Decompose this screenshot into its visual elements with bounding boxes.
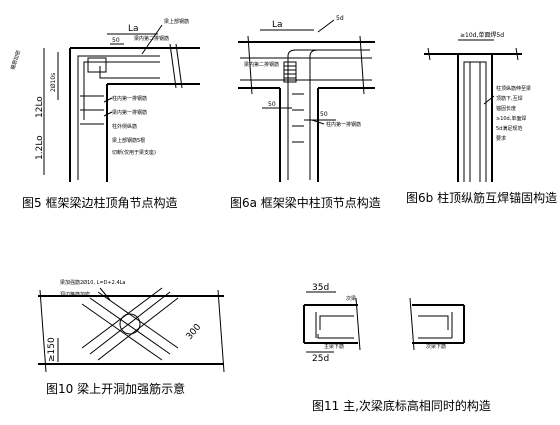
second-rebar bbox=[83, 61, 160, 120]
figure-6a-title: 图6a 框架梁中柱顶节点构造 bbox=[230, 195, 381, 210]
note-n5: 5d满足规范 bbox=[496, 125, 522, 132]
note-n6: 要求 bbox=[496, 135, 506, 142]
figure-10-title: 图10 梁上开洞加强筋示意 bbox=[46, 381, 185, 396]
note-n7: 切断(仅用于梁支座) bbox=[112, 149, 156, 156]
note-n2: 主梁下筋 bbox=[324, 343, 344, 350]
figure-5-title: 图5 框架梁边柱顶角节点构造 bbox=[22, 195, 177, 210]
break-left bbox=[247, 35, 253, 95]
diag-bar-4 bbox=[89, 291, 171, 355]
leader-n2 bbox=[103, 97, 113, 103]
leader-5d bbox=[317, 19, 335, 33]
leader-n5 bbox=[103, 111, 113, 117]
welded-rebar bbox=[463, 61, 487, 182]
dim-v3: 1.2Lo bbox=[35, 135, 45, 160]
joint-tie bbox=[283, 61, 297, 83]
figure-6b-title: 图6b 柱顶纵筋互焊锚固构造 bbox=[406, 190, 557, 205]
diag-bar-3 bbox=[81, 303, 163, 361]
figure-6a: La 5d 梁内第二排钢筋 柱内第一排钢筋 50 50 图6a 框架梁中柱顶节点… bbox=[230, 15, 381, 210]
note-n3: 次梁下筋 bbox=[426, 343, 446, 350]
dim-150: ≥150 bbox=[47, 337, 57, 362]
dim-v1: 2Ø10s bbox=[50, 73, 57, 92]
break-line bbox=[169, 43, 177, 89]
diag-bar-5 bbox=[97, 297, 179, 361]
leader-n2 bbox=[311, 119, 325, 125]
rebar-right bbox=[309, 49, 370, 180]
note-n5: 梁内第一排钢筋 bbox=[112, 109, 147, 116]
diag-bar-2 bbox=[97, 291, 179, 349]
leader-n3 bbox=[141, 24, 163, 55]
dim-5d: 5d bbox=[336, 15, 344, 22]
note-n1: 柱顶纵筋伸至梁 bbox=[496, 85, 531, 92]
note-n2: 柱内第一排钢筋 bbox=[112, 95, 147, 102]
figure-10: 梁加强筋2Ø10, L=D+2.4La 洞边箍筋加密 300 ≥150 图10 … bbox=[38, 279, 225, 396]
diag-bar-6 bbox=[81, 287, 163, 349]
note-n6: 梁上部钢筋5根 bbox=[112, 137, 145, 144]
hook-rebar bbox=[99, 66, 160, 79]
note-n1: 次梁 bbox=[346, 295, 356, 302]
figure-6b: ≥10d,单面焊5d 柱顶纵筋伸至梁 顶筋下,互焊 锚固长度 ≥10d,单面焊 … bbox=[406, 31, 557, 205]
dim-25: 25d bbox=[312, 354, 329, 364]
figure-5: La 50 2Ø10s 12Lo 1.2Lo 箍筋加密 梁上部钢筋 梁内第二排钢… bbox=[9, 18, 200, 210]
leader-n1 bbox=[99, 287, 111, 301]
dim-50a: 50 bbox=[268, 101, 276, 108]
rebar-left-top bbox=[319, 315, 354, 330]
note-n2: 柱内第一排钢筋 bbox=[326, 121, 361, 128]
break-line-2 bbox=[175, 43, 183, 89]
dim-300: 300 bbox=[185, 322, 204, 342]
break-right bbox=[515, 47, 519, 61]
rebar-left-bottom bbox=[317, 334, 354, 339]
dim-v2: 12Lo bbox=[35, 96, 45, 118]
note-n2: 洞边箍筋加密 bbox=[60, 291, 90, 298]
note-n1: 梁内第二排钢筋 bbox=[244, 61, 279, 68]
break-right bbox=[359, 35, 365, 95]
break-right bbox=[217, 289, 225, 373]
note-n1: 梁加强筋2Ø10, L=D+2.4La bbox=[60, 279, 125, 286]
corner-tie bbox=[87, 57, 107, 73]
dim-35: 35d bbox=[312, 283, 329, 293]
leader-note bbox=[483, 95, 495, 105]
dim-top: ≥10d,单面焊5d bbox=[460, 31, 504, 39]
break-right bbox=[409, 297, 415, 351]
rebar-left bbox=[287, 49, 350, 180]
break-left bbox=[39, 289, 47, 373]
break-left bbox=[427, 47, 431, 61]
outer-rebar bbox=[77, 55, 160, 180]
note-n1: 梁内第二排钢筋 bbox=[134, 35, 169, 42]
dim-la: La bbox=[128, 24, 139, 34]
note-n4: 柱外侧纵筋 bbox=[112, 123, 137, 130]
diag-bar-1 bbox=[89, 297, 171, 355]
dim-la: La bbox=[272, 20, 283, 30]
note-n2: 顶筋下,互焊 bbox=[496, 95, 523, 102]
rebar-right-top bbox=[418, 315, 449, 330]
note-n3: 梁上部钢筋 bbox=[164, 18, 189, 25]
dim-50b: 50 bbox=[320, 111, 328, 118]
break-left bbox=[355, 297, 361, 351]
note-n8: 箍筋加密 bbox=[9, 49, 22, 70]
dim-50: 50 bbox=[112, 37, 120, 44]
figure-11: 35d 25d 次梁 主梁下筋 次梁下筋 图11 主,次梁底标高相同时的构造 bbox=[303, 283, 491, 413]
note-n4: ≥10d,单面焊 bbox=[496, 115, 526, 122]
figure-11-title: 图11 主,次梁底标高相同时的构造 bbox=[312, 398, 491, 413]
note-n3: 锚固长度 bbox=[496, 105, 516, 112]
